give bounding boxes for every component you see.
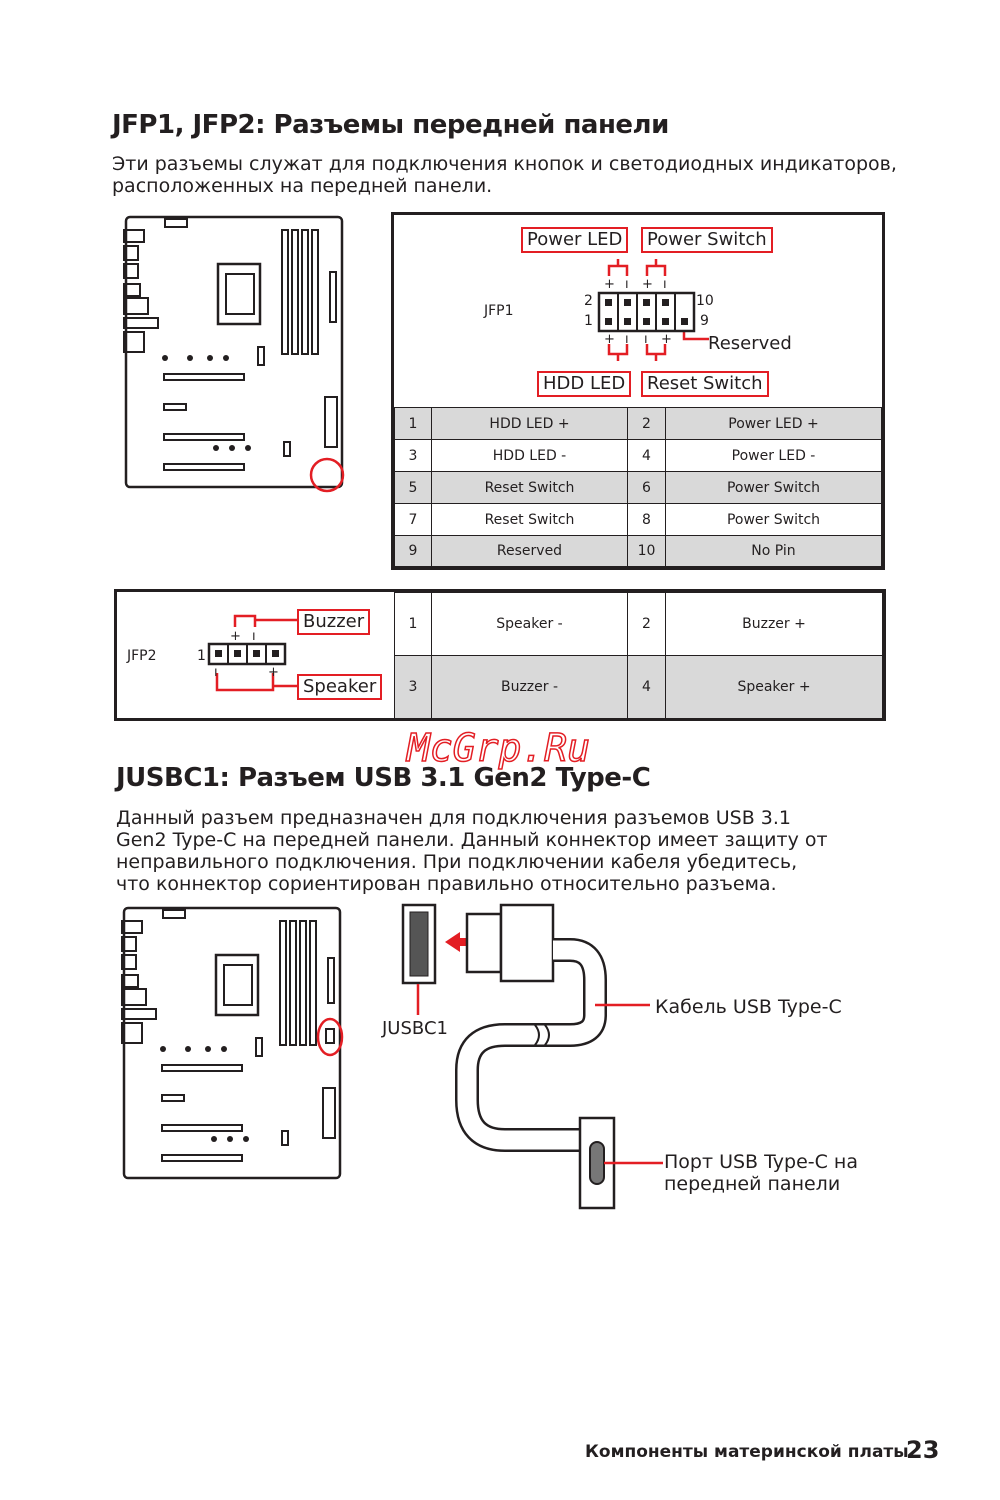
label-power-switch: Power Switch <box>641 227 773 253</box>
pin-cell: 2 <box>627 407 666 440</box>
signal-cell: Power Switch <box>665 503 882 536</box>
svg-text:ı: ı <box>214 665 218 680</box>
section-title-usbc: JUSBC1: Разъем USB 3.1 Gen2 Type-C <box>116 763 651 793</box>
pin-cell: 3 <box>394 655 432 719</box>
pin-number-9: 9 <box>700 313 709 329</box>
signal-cell: HDD LED - <box>431 439 628 472</box>
signal-cell: Speaker - <box>431 592 628 656</box>
signal-cell: Buzzer + <box>665 592 883 656</box>
signal-cell: Speaker + <box>665 655 883 719</box>
page-number: 23 <box>906 1436 940 1464</box>
svg-text:ı: ı <box>625 332 629 347</box>
svg-text:+: + <box>604 332 615 347</box>
signal-cell: Reserved <box>431 535 628 567</box>
label-usb-port: Порт USB Type-C на передней панели <box>664 1151 858 1195</box>
svg-text:+: + <box>230 629 241 644</box>
jfp-location-highlight <box>309 457 345 493</box>
watermark: McGrp.Ru <box>406 725 591 771</box>
pin-number-1: 1 <box>584 313 593 329</box>
pin-cell: 4 <box>627 655 666 719</box>
jfp1-name: JFP1 <box>484 303 514 319</box>
label-reset-switch: Reset Switch <box>641 371 769 397</box>
signal-cell: Power LED + <box>665 407 882 440</box>
label-buzzer: Buzzer <box>297 609 371 635</box>
pin-cell: 1 <box>394 592 432 656</box>
pin-cell: 6 <box>627 471 666 504</box>
label-jusbc1: JUSBC1 <box>382 1018 448 1039</box>
pin-number-10: 10 <box>696 293 714 309</box>
section-description-usbc: Данный разъем предназначен для подключен… <box>116 807 828 895</box>
pin-cell: 9 <box>394 535 432 567</box>
section-description-jfp: Эти разъемы служат для подключения кнопо… <box>112 153 897 197</box>
pin-cell: 3 <box>394 439 432 472</box>
label-power-led: Power LED <box>521 227 629 253</box>
section-title-jfp: JFP1, JFP2: Разъемы передней панели <box>112 110 669 140</box>
pin-number-2: 2 <box>584 293 593 309</box>
label-usb-cable: Кабель USB Type-C <box>655 996 842 1018</box>
svg-text:ı: ı <box>644 332 648 347</box>
signal-cell: Buzzer - <box>431 655 628 719</box>
svg-text:ı: ı <box>625 277 629 292</box>
svg-text:+: + <box>642 277 653 292</box>
svg-text:ı: ı <box>252 629 256 644</box>
svg-text:ı: ı <box>663 277 667 292</box>
pin-cell: 4 <box>627 439 666 472</box>
label-hdd-led: HDD LED <box>537 371 632 397</box>
signal-cell: Power Switch <box>665 471 882 504</box>
signal-cell: HDD LED + <box>431 407 628 440</box>
footer-section-name: Компоненты материнской платы <box>585 1442 909 1462</box>
pin-cell: 7 <box>394 503 432 536</box>
pin-cell: 1 <box>394 407 432 440</box>
jfp2-pin-header: + ı ı + <box>207 614 297 692</box>
jusbc1-location-highlight <box>316 1017 344 1057</box>
usbc-cable-diagram <box>401 903 663 1210</box>
pin-cell: 8 <box>627 503 666 536</box>
motherboard-diagram-usbc <box>121 906 344 1180</box>
pin-cell: 2 <box>627 592 666 656</box>
signal-cell: Power LED - <box>665 439 882 472</box>
signal-cell: Reset Switch <box>431 503 628 536</box>
motherboard-diagram-jfp <box>123 215 345 493</box>
signal-cell: No Pin <box>665 535 882 567</box>
jfp2-pin-1: 1 <box>197 648 206 664</box>
jfp2-name: JFP2 <box>127 648 157 664</box>
svg-text:+: + <box>604 277 615 292</box>
label-speaker: Speaker <box>297 674 383 700</box>
svg-text:+: + <box>661 332 672 347</box>
label-reserved: Reserved <box>708 333 792 354</box>
svg-text:+: + <box>268 665 279 680</box>
signal-cell: Reset Switch <box>431 471 628 504</box>
pin-cell: 5 <box>394 471 432 504</box>
pin-cell: 10 <box>627 535 666 567</box>
